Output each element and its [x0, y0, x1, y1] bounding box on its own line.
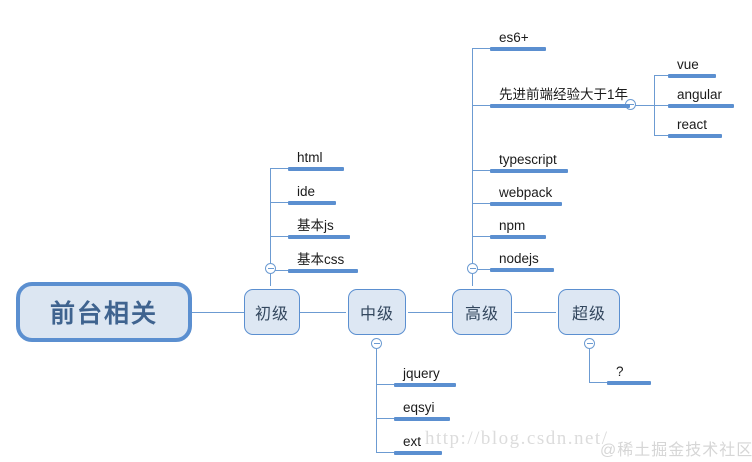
- node-middle-label: 中级: [359, 306, 394, 323]
- connector-senior-spine: [472, 48, 473, 274]
- leaf-label-vue: vue: [677, 57, 699, 72]
- connector-middle-stub-3: [376, 452, 394, 453]
- collapse-toggle-icon-superior[interactable]: [584, 338, 595, 349]
- connector-senior-stub-nodejs: [472, 269, 490, 270]
- leaf-bar-eqsyi: [394, 417, 450, 421]
- leaf-label-ide: ide: [297, 184, 316, 199]
- leaf-bar-react: [668, 134, 722, 138]
- leaf-label-html: html: [297, 150, 323, 165]
- node-junior-label: 初级: [254, 306, 289, 323]
- node-middle[interactable]: 中级: [348, 289, 406, 335]
- connector-senior-stub-webpack: [472, 203, 490, 204]
- leaf-node-unknown[interactable]: ?: [607, 364, 651, 385]
- root-node-label: 前台相关: [49, 300, 158, 328]
- leaf-label-basic-css: 基本css: [297, 252, 345, 267]
- connector-junior-spine: [270, 168, 271, 272]
- connector-middle-stub-1: [376, 384, 394, 385]
- connector-middle-to-senior: [408, 312, 452, 313]
- leaf-bar-ide: [288, 201, 336, 205]
- leaf-node-react[interactable]: react: [668, 117, 722, 138]
- leaf-label-es6: es6+: [499, 30, 529, 45]
- connector-senior-stem: [472, 268, 473, 286]
- node-junior[interactable]: 初级: [244, 289, 300, 335]
- connector-superior-stub-1: [589, 382, 607, 383]
- leaf-bar-vue: [668, 74, 716, 78]
- leaf-label-ext: ext: [403, 434, 422, 449]
- leaf-bar-jquery: [394, 383, 456, 387]
- leaf-label-basic-js: 基本js: [297, 218, 334, 233]
- connector-junior-stub-4: [270, 270, 288, 271]
- leaf-bar-basic-js: [288, 235, 350, 239]
- node-superior[interactable]: 超级: [558, 289, 620, 335]
- leaf-label-nodejs: nodejs: [499, 251, 539, 266]
- leaf-node-basic-css[interactable]: 基本css: [288, 252, 358, 273]
- connector-senior-stub-es6: [472, 48, 490, 49]
- connector-senior-stub-exp: [472, 105, 490, 106]
- leaf-node-jquery[interactable]: jquery: [394, 366, 456, 387]
- leaf-bar-unknown: [607, 381, 651, 385]
- leaf-label-experience: 先进前端经验大于1年: [499, 87, 629, 102]
- leaf-label-jquery: jquery: [403, 366, 440, 381]
- leaf-label-react: react: [677, 117, 708, 132]
- node-senior-label: 高级: [464, 306, 499, 323]
- connector-frameworks-stub-angular: [654, 105, 668, 106]
- connector-senior-stub-npm: [472, 236, 490, 237]
- leaf-node-npm[interactable]: npm: [490, 218, 546, 239]
- leaf-bar-html: [288, 167, 344, 171]
- connector-superior-spine: [589, 352, 590, 382]
- connector-middle-stub-2: [376, 418, 394, 419]
- leaf-bar-npm: [490, 235, 546, 239]
- leaf-node-typescript[interactable]: typescript: [490, 152, 568, 173]
- leaf-node-vue[interactable]: vue: [668, 57, 716, 78]
- connector-senior-stub-typescript: [472, 170, 490, 171]
- connector-junior-to-middle: [300, 312, 346, 313]
- leaf-bar-angular: [668, 104, 734, 108]
- collapse-toggle-icon-middle[interactable]: [371, 338, 382, 349]
- leaf-bar-experience: [490, 104, 630, 108]
- watermark-brand: @稀土掘金技术社区: [600, 442, 752, 459]
- leaf-node-experience[interactable]: 先进前端经验大于1年: [490, 87, 630, 108]
- connector-junior-stem: [270, 268, 271, 286]
- connector-frameworks-stub-vue: [654, 75, 668, 76]
- leaf-label-typescript: typescript: [499, 152, 557, 167]
- connector-junior-stub-1: [270, 168, 288, 169]
- connector-middle-spine: [376, 352, 377, 452]
- leaf-label-unknown: ?: [616, 364, 624, 379]
- node-senior[interactable]: 高级: [452, 289, 512, 335]
- leaf-node-ide[interactable]: ide: [288, 184, 336, 205]
- leaf-node-basic-js[interactable]: 基本js: [288, 218, 350, 239]
- leaf-bar-basic-css: [288, 269, 358, 273]
- leaf-node-webpack[interactable]: webpack: [490, 185, 562, 206]
- connector-junior-stub-2: [270, 202, 288, 203]
- leaf-node-es6[interactable]: es6+: [490, 30, 546, 51]
- leaf-bar-ext: [394, 451, 442, 455]
- collapse-toggle-icon-junior[interactable]: [265, 263, 276, 274]
- leaf-label-eqsyi: eqsyi: [403, 400, 435, 415]
- node-superior-label: 超级: [571, 306, 606, 323]
- leaf-label-webpack: webpack: [499, 185, 553, 200]
- leaf-node-ext[interactable]: ext: [394, 434, 442, 455]
- root-node-frontend[interactable]: 前台相关: [16, 282, 192, 342]
- leaf-bar-nodejs: [490, 268, 554, 272]
- leaf-node-html[interactable]: html: [288, 150, 344, 171]
- leaf-bar-es6: [490, 47, 546, 51]
- leaf-bar-webpack: [490, 202, 562, 206]
- connector-senior-to-superior: [514, 312, 556, 313]
- connector-experience-to-frameworks: [630, 105, 654, 106]
- connector-junior-stub-3: [270, 236, 288, 237]
- leaf-bar-typescript: [490, 169, 568, 173]
- collapse-toggle-icon-senior[interactable]: [467, 263, 478, 274]
- leaf-label-angular: angular: [677, 87, 723, 102]
- connector-root-to-junior: [192, 312, 244, 313]
- leaf-label-npm: npm: [499, 218, 526, 233]
- leaf-node-nodejs[interactable]: nodejs: [490, 251, 554, 272]
- connector-frameworks-stub-react: [654, 135, 668, 136]
- leaf-node-eqsyi[interactable]: eqsyi: [394, 400, 450, 421]
- leaf-node-angular[interactable]: angular: [668, 87, 734, 108]
- watermark-url: http://blog.csdn.net/: [425, 428, 609, 449]
